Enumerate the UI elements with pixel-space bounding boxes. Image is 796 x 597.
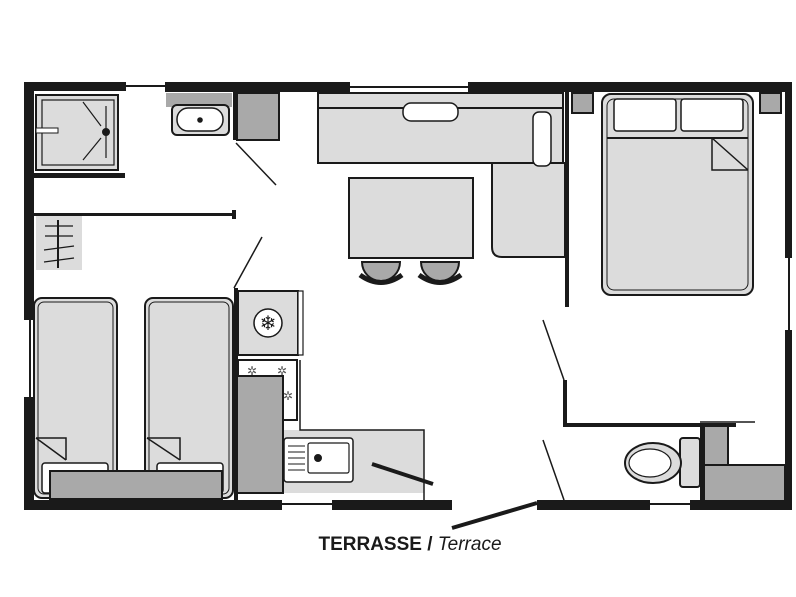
- svg-text:✲: ✲: [283, 389, 293, 403]
- terrace-door: [451, 501, 538, 530]
- terrace-label-en: Terrace: [437, 534, 502, 555]
- wc-storage: [703, 464, 786, 502]
- svg-text:✲: ✲: [247, 364, 257, 378]
- kitchen-sink: [283, 437, 354, 483]
- single-bed-left: [33, 297, 118, 499]
- walls: [24, 82, 792, 510]
- shower: [35, 94, 119, 171]
- terrace-caption: TERRASSE / Terrace: [0, 534, 796, 556]
- tall-cabinet: [236, 375, 284, 494]
- nightstand: [571, 92, 594, 114]
- washbasin: [166, 93, 232, 136]
- terrace-label-fr: TERRASSE /: [318, 534, 433, 555]
- toilet: [624, 437, 701, 488]
- fridge: ❄: [237, 290, 304, 356]
- sofa: [317, 92, 566, 258]
- single-bed-right: [144, 297, 234, 499]
- wc-storage: [703, 425, 729, 467]
- svg-text:❄: ❄: [260, 313, 277, 335]
- dining-table: [348, 177, 474, 259]
- chair: [417, 261, 463, 285]
- storage-cabinet: [236, 92, 280, 141]
- door-swings: [233, 142, 755, 501]
- svg-text:✲: ✲: [277, 364, 287, 378]
- chair: [358, 261, 404, 285]
- double-bed: [601, 93, 754, 296]
- wardrobe: [36, 216, 82, 270]
- knife: [371, 462, 434, 486]
- bench: [49, 470, 223, 500]
- nightstand: [759, 92, 782, 114]
